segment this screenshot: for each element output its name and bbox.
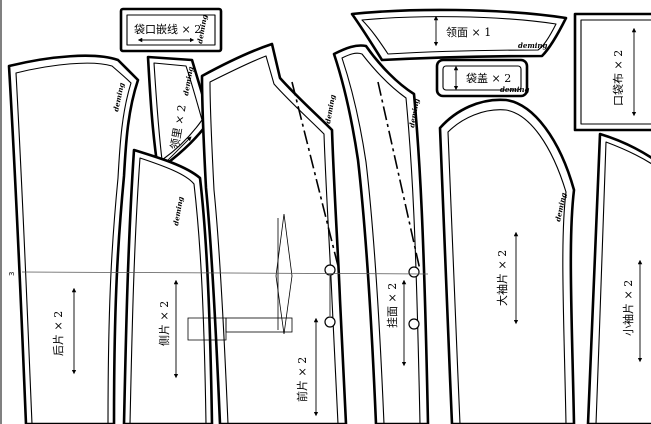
back-piece-label: 后片 × 2 — [52, 311, 65, 356]
side-piece-label: 侧片 × 2 — [158, 301, 171, 346]
line-number-label: 3 — [8, 272, 16, 276]
front-piece-label: 前片 × 2 — [295, 357, 309, 402]
top-sleeve-label: 大袖片 × 2 — [495, 250, 509, 306]
pocket-cloth-piece: 口袋布 × 2 — [573, 12, 651, 132]
pocket-flap-piece: 袋盖 × 2 deming — [435, 58, 530, 98]
under-sleeve-piece: 小袖片 × 2 — [586, 132, 651, 424]
back-piece: 3 后片 × 2 deming — [7, 54, 140, 424]
button-mark — [408, 318, 420, 330]
collar-top-piece: 领面 × 1 deming — [350, 8, 568, 62]
brand-mark: deming — [323, 94, 337, 125]
under-sleeve-label: 小袖片 × 2 — [621, 280, 635, 336]
pocket-flap-label: 袋盖 × 2 — [466, 71, 511, 85]
button-mark — [324, 316, 336, 328]
collar-lining-grain-arrow — [164, 136, 192, 164]
button-mark — [324, 264, 336, 276]
collar-lining-piece: 领里 × 2 deming — [146, 55, 212, 172]
side-piece: 侧片 × 2 deming — [122, 148, 214, 424]
dart — [275, 213, 293, 335]
button-mark — [408, 266, 420, 278]
pocket-cloth-label: 口袋布 × 2 — [611, 50, 625, 106]
top-sleeve-piece: 大袖片 × 2 deming — [438, 98, 576, 424]
facing-fold-line — [377, 81, 421, 271]
facing-piece: 挂面 × 2 deming — [332, 44, 430, 424]
pocket-welt-piece: 袋口嵌线 × 2 deming — [119, 7, 223, 53]
front-fold-line — [291, 81, 339, 267]
reference-line — [21, 271, 429, 275]
facing-label: 挂面 × 2 — [385, 283, 399, 328]
pocket-welt-label: 袋口嵌线 × 2 — [134, 22, 201, 36]
front-piece: 前片 × 2 deming — [187, 42, 348, 424]
collar-top-label: 领面 × 1 — [446, 26, 491, 39]
brand-mark: deming — [518, 41, 548, 50]
brand-mark: deming — [500, 85, 530, 94]
